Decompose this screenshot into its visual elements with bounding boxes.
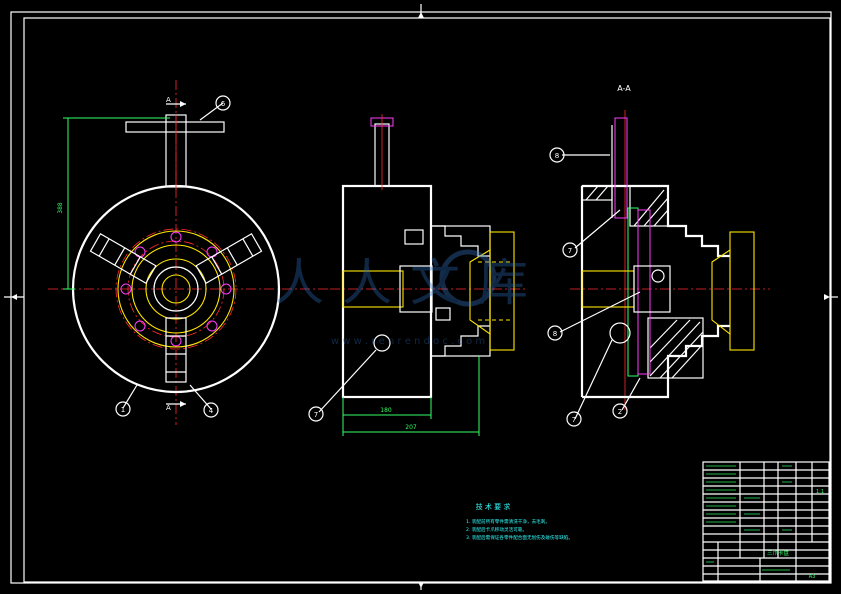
balloon-section-8a-label: 8: [555, 152, 559, 160]
balloon-front-1[interactable]: 1: [115, 401, 131, 417]
balloon-section-2[interactable]: 2: [612, 403, 628, 419]
title-block-scale: 1:1: [816, 489, 824, 495]
watermark: 人人文库 w w w . r e n r e n d o c . c o m: [274, 249, 546, 347]
balloon-front-1-label: 1: [121, 406, 125, 414]
balloon-section-8a[interactable]: 8: [549, 147, 565, 163]
dimension-depth-2: 207: [405, 424, 417, 431]
section-marker-top: A: [166, 96, 171, 104]
dimension-depth-1: 180: [380, 407, 392, 414]
drawing-frame: [4, 4, 838, 590]
balloon-section-8b-label: 8: [553, 330, 557, 338]
balloon-side-7-label: 7: [314, 411, 318, 419]
balloon-section-8b[interactable]: 8: [547, 325, 563, 341]
watermark-text: 人人文库: [274, 254, 546, 312]
balloon-front-4-label: 4: [209, 407, 214, 415]
balloon-side-7[interactable]: 7: [308, 406, 324, 422]
title-block[interactable]: [702, 461, 830, 582]
balloon-section-7b[interactable]: 7: [566, 411, 582, 427]
title-block-drawing-name: 三爪卡盘: [767, 549, 790, 557]
balloon-section-7b-label: 7: [572, 416, 576, 424]
balloon-front-4[interactable]: 4: [203, 402, 219, 418]
balloon-section-2-label: 2: [618, 408, 622, 416]
balloon-section-7a-label: 7: [568, 247, 572, 255]
balloon-front-6-label: 6: [221, 100, 226, 108]
title-block-sheet: A3: [809, 574, 816, 580]
side-view: [318, 114, 525, 436]
notes-title: 技 术 要 求: [476, 502, 511, 511]
watermark-url: w w w . r e n r e n d o c . c o m: [331, 336, 485, 347]
notes-item-2: 2. 装配后卡爪移动灵活可靠。: [466, 526, 527, 533]
balloon-section-7a[interactable]: 7: [562, 242, 578, 258]
dimension-height: 388: [57, 202, 64, 214]
notes-item-3: 3. 装配后需保证各零件配合面无划伤及碰伤等缺陷。: [466, 534, 573, 541]
section-marker-bottom: A: [166, 404, 171, 412]
section-label: A-A: [617, 84, 631, 93]
balloon-front-6[interactable]: 6: [215, 95, 231, 111]
section-view: [559, 110, 770, 420]
front-view: [48, 80, 330, 425]
notes-item-1: 1. 装配前所有零件需清洗干净，去毛刺。: [466, 518, 550, 525]
